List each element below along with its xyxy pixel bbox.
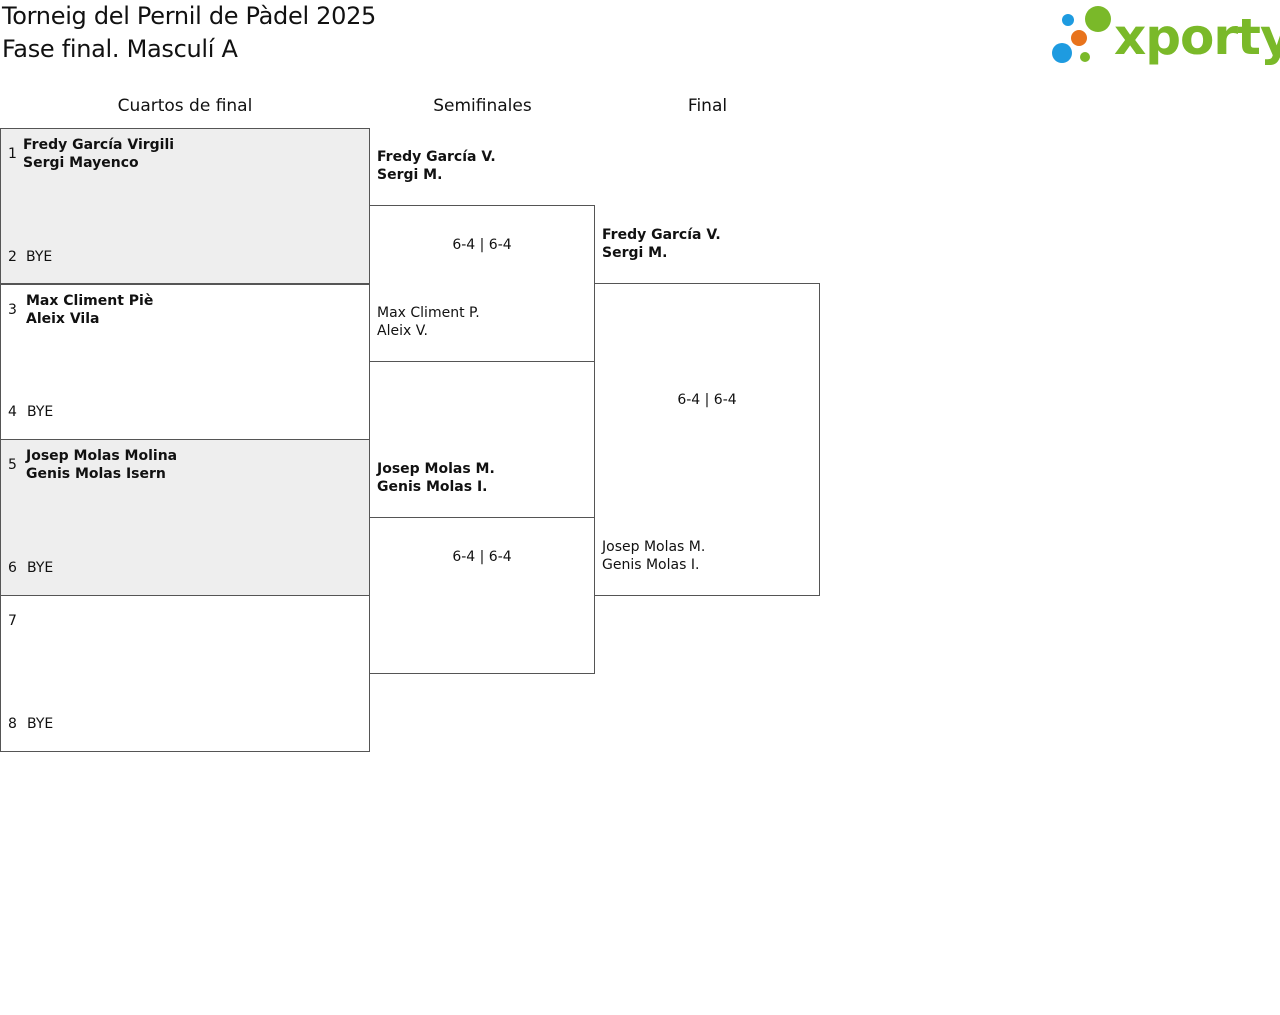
seed-number: 2 [8, 249, 17, 265]
bye-label: BYE [26, 249, 53, 265]
seed-number: 8 [8, 716, 17, 732]
player-name: Fredy García V. [377, 149, 496, 165]
quarterfinal-match: 5 Josep Molas Molina Genis Molas Isern 6… [0, 439, 370, 596]
quarterfinal-match: 7 8 BYE [0, 595, 370, 752]
team-name: Fredy García Virgili Sergi Mayenco [23, 136, 174, 172]
bye-label: BYE [27, 560, 54, 576]
xporty-logo: xporty [1050, 2, 1280, 68]
match-score: 6-4 | 6-4 [677, 392, 737, 408]
semifinal-team-top: Fredy García V. Sergi M. [377, 148, 496, 184]
round-header-final: Final [687, 96, 728, 116]
page-title: Torneig del Pernil de Pàdel 2025 [2, 2, 377, 30]
player-name: Sergi Mayenco [23, 155, 139, 171]
player-name: Aleix V. [377, 323, 428, 339]
round-header-semifinals: Semifinales [433, 96, 532, 116]
seed-number: 7 [8, 613, 17, 629]
bye-label: BYE [27, 716, 54, 732]
semifinal-team-top: Josep Molas M. Genis Molas I. [377, 460, 495, 496]
bye-label: BYE [27, 404, 54, 420]
team-name: Max Climent Piè Aleix Vila [26, 292, 153, 328]
player-name: Sergi M. [602, 245, 668, 261]
semifinal-bracket: 6-4 | 6-4 [369, 517, 595, 674]
seed-number: 6 [8, 560, 17, 576]
seed-number: 3 [8, 302, 17, 318]
player-name: Aleix Vila [26, 311, 100, 327]
seed-number: 1 [8, 146, 17, 162]
quarterfinal-match: 1 Fredy García Virgili Sergi Mayenco 2 B… [0, 128, 370, 285]
final-team-top: Fredy García V. Sergi M. [602, 226, 721, 262]
player-name: Max Climent P. [377, 305, 480, 321]
player-name: Genis Molas I. [602, 557, 700, 573]
page-subtitle: Fase final. Masculí A [2, 35, 238, 63]
seed-number: 4 [8, 404, 17, 420]
final-bracket: 6-4 | 6-4 Josep Molas M. Genis Molas I. [594, 283, 820, 596]
player-name: Max Climent Piè [26, 293, 154, 309]
player-name: Josep Molas M. [377, 461, 495, 477]
player-name: Fredy García Virgili [23, 137, 175, 153]
team-name: Josep Molas Molina Genis Molas Isern [26, 447, 177, 483]
player-name: Josep Molas M. [602, 539, 706, 555]
match-score: 6-4 | 6-4 [452, 549, 512, 565]
match-score: 6-4 | 6-4 [452, 237, 512, 253]
round-header-quarterfinals: Cuartos de final [117, 96, 253, 116]
semifinal-bracket: 6-4 | 6-4 Max Climent P. Aleix V. [369, 205, 595, 362]
logo-dots-icon [1052, 6, 1111, 63]
final-team-bottom: Josep Molas M. Genis Molas I. [602, 538, 705, 574]
player-name: Genis Molas I. [377, 479, 488, 495]
semifinal-team-bottom: Max Climent P. Aleix V. [377, 304, 480, 340]
player-name: Fredy García V. [602, 227, 721, 243]
player-name: Josep Molas Molina [26, 448, 178, 464]
seed-number: 5 [8, 457, 17, 473]
quarterfinal-match: 3 Max Climent Piè Aleix Vila 4 BYE [0, 283, 370, 440]
logo-wordmark: xporty [1114, 8, 1280, 66]
player-name: Genis Molas Isern [26, 466, 166, 482]
player-name: Sergi M. [377, 167, 443, 183]
